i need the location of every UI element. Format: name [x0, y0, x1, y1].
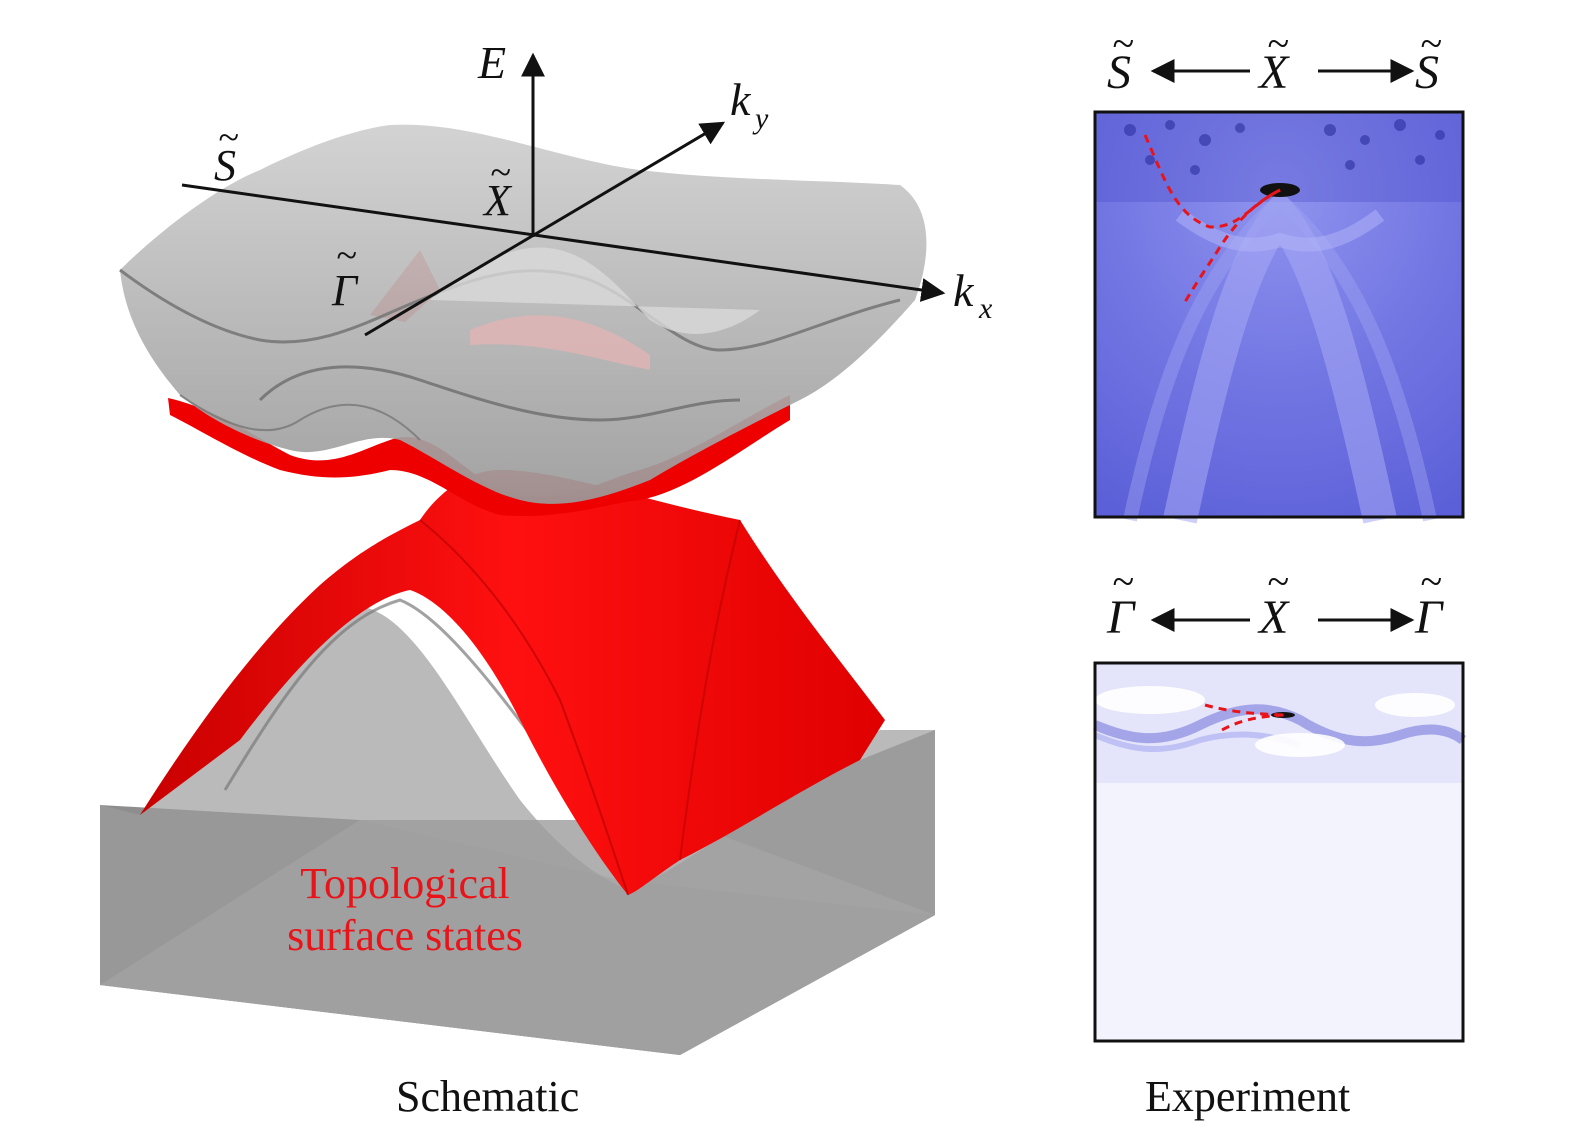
- top-right-tilde: ~: [1420, 21, 1442, 66]
- point-X-tilde: ~: [490, 152, 511, 194]
- axis-kx-label: k: [953, 265, 975, 316]
- axis-ky-label: k: [730, 74, 752, 125]
- axis-E-label: E: [477, 37, 506, 88]
- top-left-tilde: ~: [1112, 21, 1134, 66]
- bottom-center-point: X: [1257, 591, 1290, 644]
- top-center-tilde: ~: [1267, 21, 1289, 66]
- tss-label: Topological surface states: [220, 858, 590, 962]
- experiment-top-panel: ~ S ~ X ~ S: [1093, 21, 1465, 524]
- top-center-point: X: [1257, 46, 1290, 99]
- bottom-right-tilde: ~: [1420, 559, 1442, 604]
- axis-ky-line: [364, 121, 726, 337]
- bottom-right-point: Γ: [1414, 591, 1444, 644]
- schematic-caption: Schematic: [396, 1072, 580, 1121]
- top-right-point: S: [1415, 46, 1439, 99]
- top-left-point: S: [1107, 46, 1131, 99]
- schematic-panel: E k y k x ~ S ~ X ~ Γ: [100, 37, 993, 1055]
- axis-kx-line: [181, 183, 946, 302]
- axis-kx-subscript: x: [978, 292, 993, 325]
- schematic-axes: [181, 52, 946, 337]
- axis-ky-subscript: y: [752, 102, 769, 135]
- bottom-center-tilde: ~: [1267, 559, 1289, 604]
- bottom-left-tilde: ~: [1112, 559, 1134, 604]
- bottom-left-point: Γ: [1106, 591, 1136, 644]
- arpes-image-top: [1093, 110, 1465, 524]
- tss-label-line1: Topological: [300, 859, 510, 908]
- bulk-conduction-surface: [119, 124, 927, 504]
- experiment-caption: Experiment: [1145, 1072, 1351, 1121]
- point-Gamma-tilde: ~: [336, 235, 357, 277]
- arpes-image-bottom: [1093, 661, 1467, 1043]
- point-X-label: X: [482, 176, 513, 225]
- experiment-bottom-panel: ~ Γ ~ X ~ Γ: [1093, 559, 1467, 1043]
- point-S-label: S: [214, 141, 236, 190]
- point-Gamma-label: Γ: [331, 266, 359, 315]
- tss-label-line2: surface states: [287, 911, 523, 960]
- point-S-tilde: ~: [218, 117, 239, 159]
